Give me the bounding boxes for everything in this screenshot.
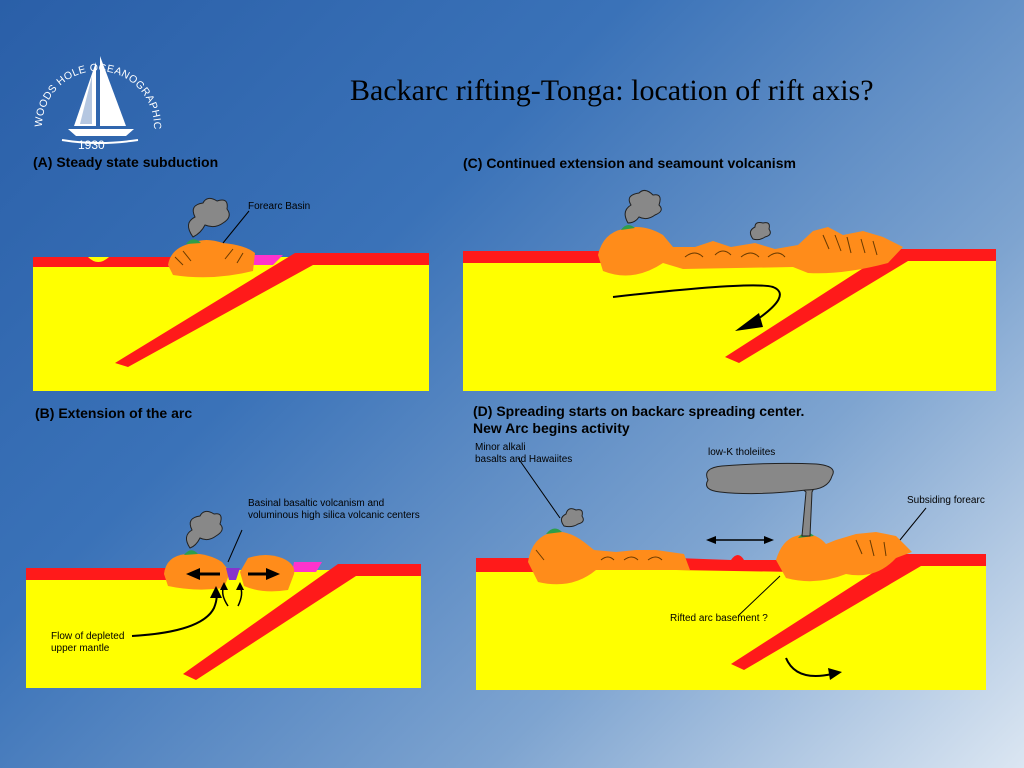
seamount-plume (749, 222, 771, 241)
flow-label-line2: upper mantle (51, 643, 110, 654)
panel-b-diagram (26, 510, 421, 688)
tholeiite-plume-stem (794, 483, 817, 537)
arc-vent (184, 550, 198, 555)
subducting-slab (183, 564, 421, 680)
panel-a-diagram (33, 197, 429, 391)
basement-leader (737, 575, 781, 617)
tholeiite-plume (706, 462, 834, 495)
mantle-flow-arrowhead (735, 313, 763, 331)
remnant-arc-vent (546, 528, 562, 534)
panel-d-diagram (476, 457, 986, 690)
arc-vent (186, 239, 201, 244)
new-arc (776, 532, 912, 582)
mantle-flow-arrow (612, 284, 781, 322)
forearc-basin-fill (251, 255, 283, 265)
ash-plume (188, 197, 230, 238)
rifted-basement-label: Rifted arc basement ? (670, 613, 768, 624)
overriding-crust (476, 558, 536, 572)
forearc-leader (222, 210, 250, 244)
tholeiites-label: low-K tholeiites (708, 447, 776, 458)
alkali-label-line1: Minor alkali (475, 442, 526, 453)
arc-vent (621, 224, 635, 230)
panel-d-heading-line2: New Arc begins activity (473, 420, 630, 436)
basinal-label-line1: Basinal basaltic volcanism and (248, 498, 385, 509)
mantle-body (463, 255, 996, 391)
subducting-slab (731, 554, 986, 670)
arc-edifice (168, 240, 255, 278)
slide-title: Backarc rifting-Tonga: location of rift … (350, 74, 874, 107)
flow-label-line1: Flow of depleted (51, 631, 125, 642)
alkali-label-line2: basalts and Hawaiites (475, 454, 573, 465)
panel-a-heading: (A) Steady state subduction (33, 154, 219, 170)
rifted-arc (598, 227, 903, 276)
subducting-slab (725, 249, 996, 363)
slab-rollback-arrow (785, 657, 833, 677)
ash-plume (624, 189, 662, 224)
ash-plume (186, 510, 223, 549)
depleted-mantle-label: Flow of depleted upper mantle (51, 631, 124, 655)
basinal-leader (227, 529, 243, 563)
basinal-volcanism-label: Basinal basaltic volcanism and voluminou… (248, 498, 420, 522)
rift-magma (226, 568, 240, 580)
overriding-crust (463, 251, 603, 263)
subsiding-forearc-label: Subsiding forearc (907, 495, 985, 506)
panel-d-heading: (D) Spreading starts on backarc spreadin… (473, 403, 804, 437)
panel-d-heading-line1: (D) Spreading starts on backarc spreadin… (473, 403, 805, 419)
mantle-body (33, 257, 429, 391)
spreading-center-crust (676, 555, 796, 572)
alkali-basalts-label: Minor alkali basalts and Hawaiites (475, 442, 572, 466)
panel-b-heading: (B) Extension of the arc (35, 405, 193, 421)
remnant-ash-plume (560, 508, 584, 528)
forearc-leader (899, 507, 927, 541)
remnant-arc (528, 531, 690, 585)
subducting-slab (115, 253, 429, 367)
overriding-crust (33, 257, 173, 267)
panel-c-diagram (463, 189, 996, 391)
sailboat-icon (61, 56, 139, 144)
basinal-label-line2: voluminous high silica volcanic centers (248, 510, 420, 521)
whoi-logo: WOODS HOLE OCEANOGRAPHIC INSTITUTION (22, 32, 163, 144)
logo-year: 1930 (78, 138, 105, 152)
alkali-leader (517, 457, 561, 519)
panel-c-heading: (C) Continued extension and seamount vol… (463, 155, 796, 171)
overriding-crust (26, 568, 166, 580)
forearc-basin-fill (292, 562, 322, 572)
forearc-basin-label: Forearc Basin (248, 201, 311, 212)
